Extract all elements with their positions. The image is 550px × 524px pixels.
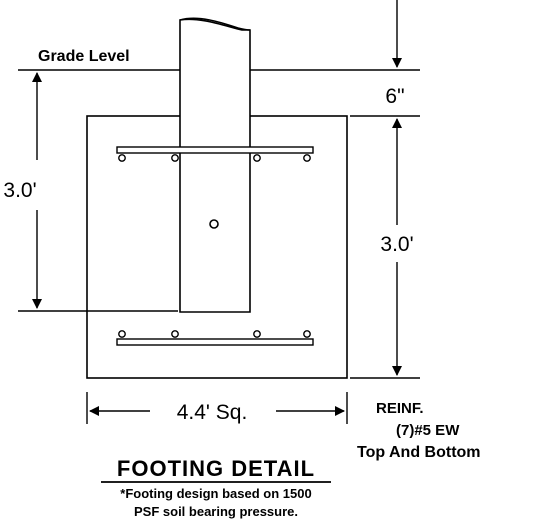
- anchor-hole: [209, 219, 219, 229]
- post-column: [179, 18, 251, 313]
- post-break-line: [179, 17, 251, 31]
- bottom-rebar-dot: [303, 330, 311, 338]
- top-rebar-bar: [116, 146, 314, 154]
- top-rebar-dot: [118, 154, 126, 162]
- bottom-rebar-bar: [116, 338, 314, 346]
- reinf-bar-spec: (7)#5 EW: [396, 422, 460, 439]
- top-rebar-dot: [303, 154, 311, 162]
- grade-level-label: Grade Level: [38, 48, 130, 65]
- bottom-rebar-dot: [171, 330, 179, 338]
- top-rebar-dot: [171, 154, 179, 162]
- reinf-placement: Top And Bottom: [357, 444, 481, 461]
- depth-below-grade-label: 6": [385, 85, 404, 108]
- bottom-rebar-dot: [253, 330, 261, 338]
- bottom-rebar-dot: [118, 330, 126, 338]
- design-note-line2: PSF soil bearing pressure.: [134, 504, 298, 519]
- embed-depth-label: 3.0': [3, 179, 36, 202]
- top-rebar-dot: [253, 154, 261, 162]
- design-note-line1: *Footing design based on 1500: [120, 486, 311, 501]
- footing-width-label: 4.4' Sq.: [177, 401, 248, 424]
- drawing-title: FOOTING DETAIL: [117, 456, 315, 481]
- footing-depth-label: 3.0': [380, 233, 413, 256]
- reinf-label: REINF.: [376, 400, 424, 417]
